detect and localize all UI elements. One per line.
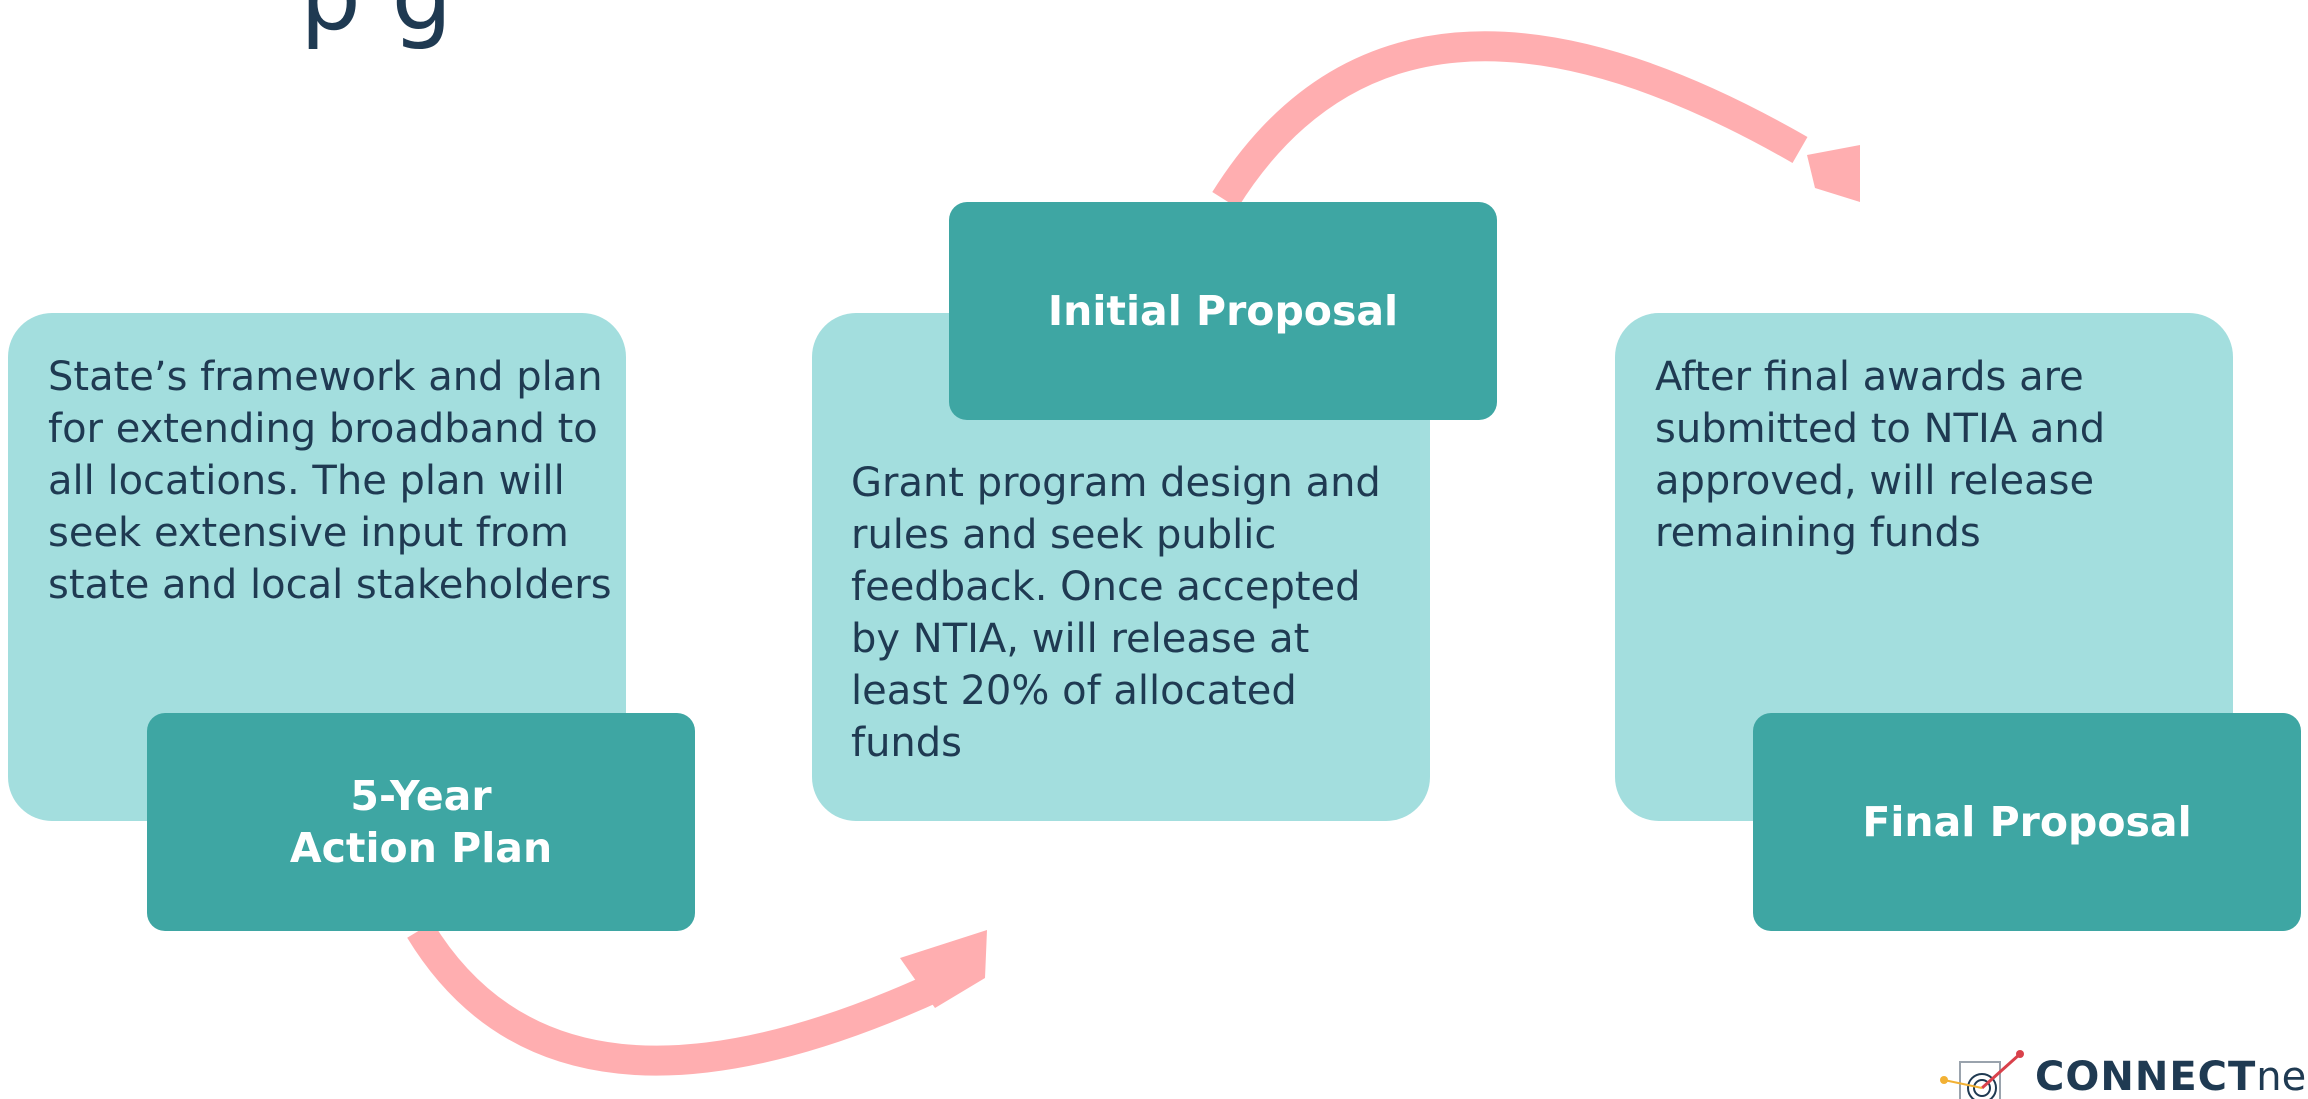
step-2-label: Initial Proposal bbox=[949, 202, 1497, 420]
step-3-panel: After final awards are submitted to NTIA… bbox=[1615, 313, 2233, 821]
step-2-label-line-1: Initial Proposal bbox=[1047, 287, 1399, 335]
step-3-label: Final Proposal bbox=[1753, 713, 2301, 931]
step-3-label-line-1: Final Proposal bbox=[1862, 798, 2192, 846]
step-2-description: Grant program design and rules and seek … bbox=[851, 460, 1381, 766]
step-1-description: State’s framework and plan for extending… bbox=[48, 354, 612, 608]
connect-logo-light: new m bbox=[2256, 1054, 2308, 1099]
arrow-step2-to-step3 bbox=[1212, 31, 1860, 208]
step-1-label-line-1: 5-Year bbox=[350, 772, 492, 820]
connect-logo-text: CONNECTnew m bbox=[2035, 1054, 2308, 1099]
connect-logo-bold: CONNECT bbox=[2035, 1054, 2257, 1099]
slide-title-fragment: p g bbox=[300, 0, 452, 52]
step-3-description: After final awards are submitted to NTIA… bbox=[1655, 354, 2106, 556]
connect-logo: CONNECTnew m bbox=[1930, 1048, 2308, 1099]
step-1-label: 5-Year Action Plan bbox=[147, 713, 695, 931]
step-1-label-line-2: Action Plan bbox=[289, 824, 553, 872]
arrow-step1-to-step2 bbox=[407, 922, 987, 1076]
connect-logo-icon bbox=[1940, 1050, 2024, 1099]
